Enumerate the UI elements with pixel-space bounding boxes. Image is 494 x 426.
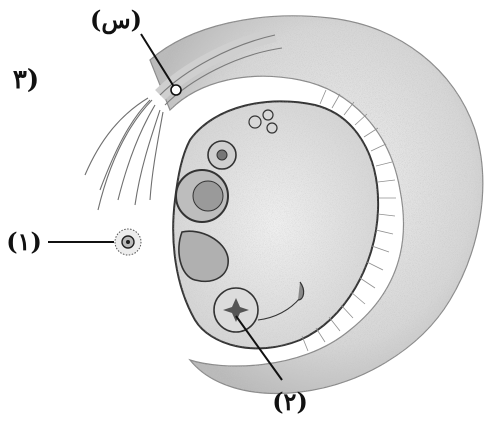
pointer-target-s bbox=[171, 85, 181, 95]
label-s: (س) bbox=[90, 5, 142, 35]
figure-number: ٣) bbox=[13, 65, 39, 95]
released-ovum bbox=[115, 229, 141, 255]
label-1: (١) bbox=[6, 227, 42, 256]
label-2: (٢) bbox=[272, 387, 308, 416]
